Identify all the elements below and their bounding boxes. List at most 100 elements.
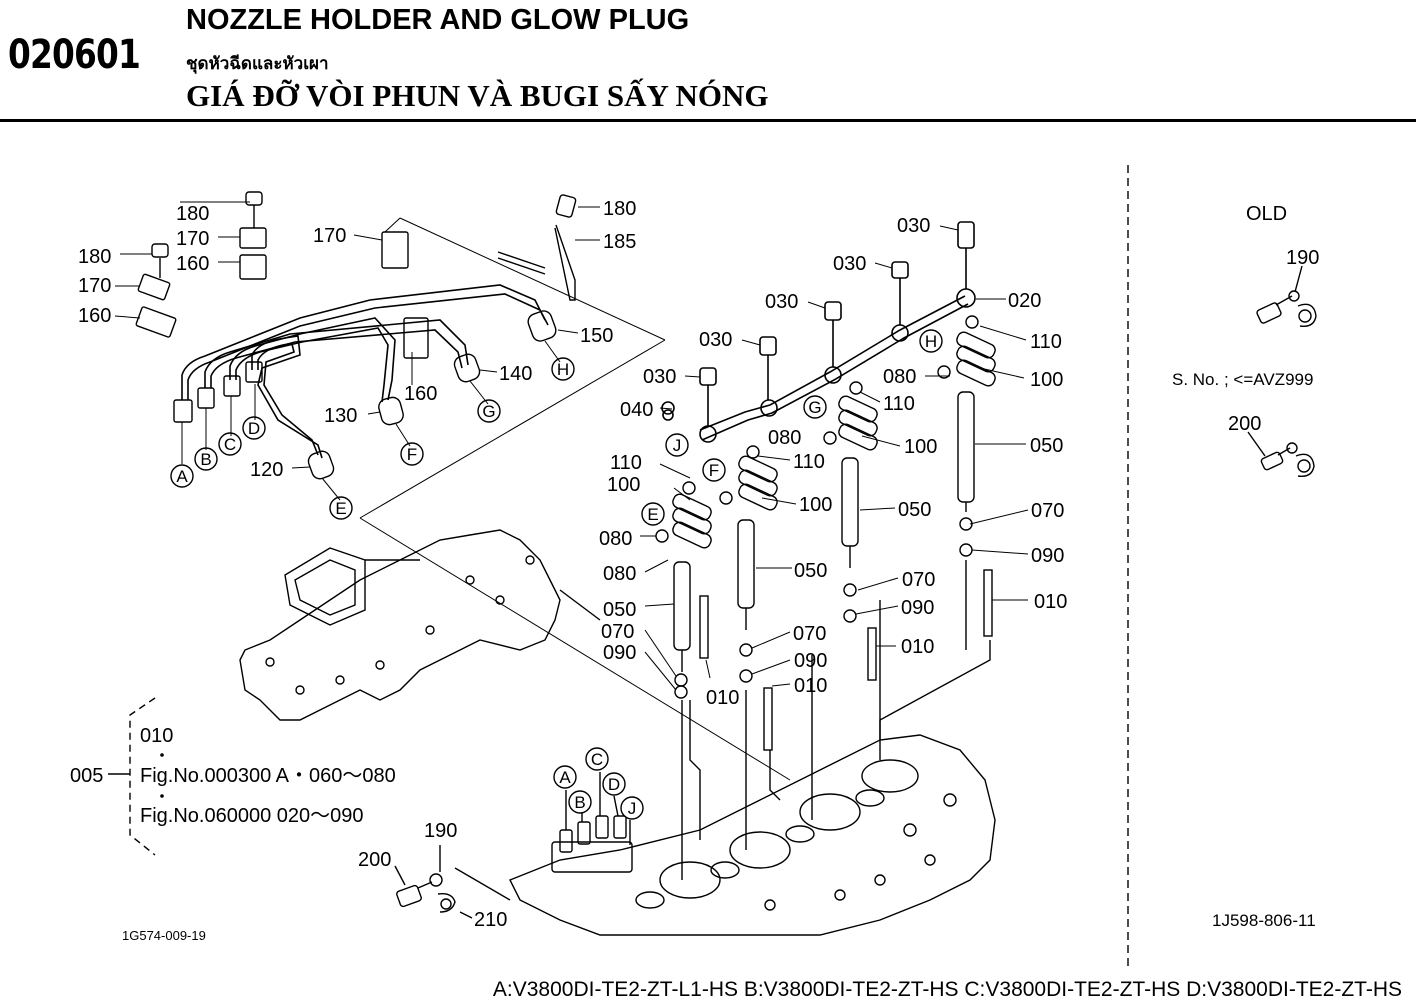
callout-e: E: [647, 505, 658, 524]
page-title-english: NOZZLE HOLDER AND GLOW PLUG: [186, 4, 690, 36]
part-180-label: 180: [78, 246, 111, 268]
callout-c: C: [591, 750, 603, 769]
part-050-label: 050: [898, 499, 931, 521]
part-150-label: 150: [580, 325, 613, 347]
model-applicability-footer: A:V3800DI-TE2-ZT-L1-HS B:V3800DI-TE2-ZT-…: [492, 978, 1402, 1001]
part-090-label: 090: [603, 642, 636, 664]
part-190-label: 190: [424, 820, 457, 842]
callout-g: G: [808, 398, 821, 417]
part-110-label: 110: [883, 393, 915, 415]
nozzle-leader-lines: [640, 225, 1029, 691]
old-glow-plug-parts: [1247, 265, 1317, 477]
part-140-label: 140: [499, 363, 532, 385]
exploded-parts-diagram: 180 170 160 180 170 160 170 160 180 185 …: [70, 165, 1319, 970]
part-120-label: 120: [250, 459, 283, 481]
part-200-label: 200: [358, 849, 391, 871]
part-030-label: 030: [765, 291, 798, 313]
part-070-label: 070: [793, 623, 826, 645]
set-note: 005 010 Fig.No.000300 A・060～080 Fig.No.0…: [70, 725, 396, 827]
page-title-thai: ชุดหัวฉีดและหัวเผา: [186, 54, 329, 74]
part-040-label: 040: [620, 399, 653, 421]
callout-g: G: [482, 402, 495, 421]
part-160-label: 160: [78, 305, 111, 327]
part-100-label: 100: [607, 474, 640, 496]
callout-j: J: [628, 799, 637, 818]
callout-d: D: [608, 775, 620, 794]
nozzle-holder-plates: [655, 315, 996, 549]
part-110-label: 110: [793, 451, 825, 473]
part-090-label: 090: [794, 650, 827, 672]
header-divider: [0, 119, 1416, 122]
part-070-label: 070: [902, 569, 935, 591]
part-210-label: 210: [474, 909, 507, 931]
callout-c: C: [224, 435, 236, 454]
part-010-label: 010: [1034, 591, 1067, 613]
part-170-label: 170: [176, 228, 209, 250]
part-080-label: 080: [768, 427, 801, 449]
old-panel: OLD 190 S. No. ; <=AVZ999 200: [1172, 203, 1319, 435]
pipe-end-nuts: [173, 310, 557, 480]
intake-manifold: [239, 529, 561, 721]
part-100-label: 100: [904, 436, 937, 458]
fuel-leak-pipe: [661, 221, 976, 443]
callout-b: B: [574, 793, 585, 812]
callout-h: H: [557, 360, 569, 379]
set-item-figure-000300: Fig.No.000300 A・060～080: [140, 765, 396, 787]
injection-pipe-bundle: [181, 284, 549, 459]
callout-letters: A B C D E F G H H G F E J A B C D J: [176, 332, 937, 818]
part-number-labels: 180 170 160 180 170 160 170 160 180 185 …: [78, 198, 1067, 931]
part-010-label: 010: [901, 636, 934, 658]
set-item-010: 010: [140, 725, 173, 747]
set-number: 005: [70, 765, 103, 787]
part-100-label: 100: [799, 494, 832, 516]
old-panel-title: OLD: [1246, 203, 1287, 225]
part-170-label: 170: [78, 275, 111, 297]
part-090-label: 090: [901, 597, 934, 619]
part-080-label: 080: [883, 366, 916, 388]
callout-f: F: [709, 461, 719, 480]
part-200-old-label: 200: [1228, 413, 1261, 435]
page-number: 020601: [8, 32, 141, 78]
callout-b: B: [200, 450, 211, 469]
part-185-label: 185: [603, 231, 636, 253]
callout-e: E: [335, 499, 346, 518]
part-100-label: 100: [1030, 369, 1063, 391]
part-070-label: 070: [601, 621, 634, 643]
leader-lines: [114, 201, 791, 781]
callout-a: A: [559, 768, 571, 787]
callout-j: J: [673, 436, 682, 455]
part-030-label: 030: [897, 215, 930, 237]
part-020-label: 020: [1008, 290, 1041, 312]
part-160-label: 160: [176, 253, 209, 275]
part-070-label: 070: [1031, 500, 1064, 522]
part-030-label: 030: [643, 366, 676, 388]
callout-h: H: [925, 332, 937, 351]
part-160-label: 160: [404, 383, 437, 405]
part-050-label: 050: [603, 599, 636, 621]
part-090-label: 090: [1031, 545, 1064, 567]
page-title-vietnamese: GIÁ ĐỠ VÒI PHUN VÀ BUGI SẤY NÓNG: [186, 78, 769, 113]
pipe-clamps: [135, 191, 577, 359]
part-050-label: 050: [1030, 435, 1063, 457]
part-030-label: 030: [699, 329, 732, 351]
part-010-label: 010: [706, 687, 739, 709]
callout-a: A: [176, 467, 188, 486]
part-080-label: 080: [603, 563, 636, 585]
part-110-label: 110: [1030, 331, 1062, 353]
part-190-old-label: 190: [1286, 247, 1319, 269]
glow-plugs: [394, 772, 633, 919]
part-110-label: 110: [610, 452, 642, 474]
serial-number-note: S. No. ; <=AVZ999: [1172, 370, 1313, 389]
part-080-label: 080: [599, 528, 632, 550]
part-010-label: 010: [794, 675, 827, 697]
part-180-label: 180: [176, 203, 209, 225]
figure-code-left: 1G574-009-19: [122, 928, 206, 943]
cylinder-head: [509, 560, 996, 936]
injection-nozzles: [673, 391, 993, 751]
part-130-label: 130: [324, 405, 357, 427]
callout-f: F: [407, 445, 417, 464]
part-170-label: 170: [313, 225, 346, 247]
set-item-figure-060000: Fig.No.060000 020～090: [140, 805, 364, 827]
part-030-label: 030: [833, 253, 866, 275]
callout-circles: [170, 329, 943, 820]
